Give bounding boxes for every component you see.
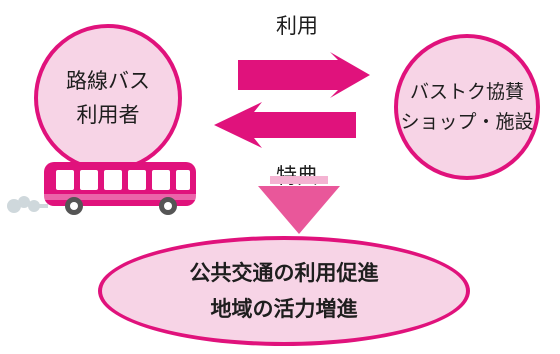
goal-node: 公共交通の利用促進 地域の活力増進 bbox=[98, 236, 470, 346]
bus-icon bbox=[44, 162, 196, 215]
goal-label-line-1: 公共交通の利用促進 bbox=[189, 261, 379, 285]
sponsor-shop-label-line-1: バストク協賛 bbox=[409, 81, 524, 103]
down-arrow-icon bbox=[258, 176, 340, 234]
goal-label-line-2: 地域の活力増進 bbox=[210, 297, 358, 321]
bus-user-label-line-2: 利用者 bbox=[76, 103, 140, 127]
bus-user-node: 路線バス 利用者 bbox=[34, 24, 182, 172]
sponsor-shop-node: バストク協賛 ショップ・施設 bbox=[394, 34, 540, 180]
exhaust-cloud-icon bbox=[7, 196, 48, 213]
sponsor-shop-label-line-2: ショップ・施設 bbox=[400, 111, 534, 133]
bus-user-label-line-1: 路線バス bbox=[66, 69, 150, 93]
left-arrow-icon bbox=[214, 102, 356, 148]
right-arrow-icon bbox=[238, 52, 370, 98]
use-arrow-label: 利用 bbox=[276, 14, 318, 38]
